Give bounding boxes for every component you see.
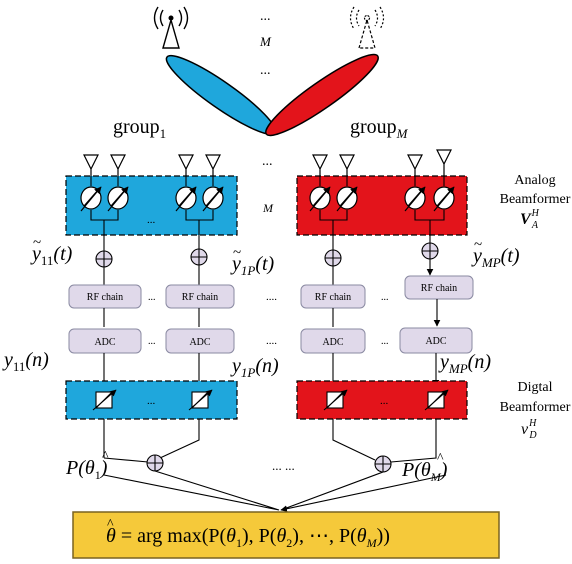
analog-label-line2: Beamformer [500,192,571,207]
tilde: ~ [33,235,41,251]
digital-weight-icon [424,389,449,411]
rf-chain-label: RF chain [87,292,123,303]
phase-shifter-icon [202,186,224,212]
antenna-element-icon [407,154,423,176]
digital-weight-icon [323,389,348,411]
hat: ^ [102,449,109,464]
analog-label-line1: Analog [514,173,555,188]
signal-y1P-t: y1P(t) [230,253,275,278]
summer-icon [324,249,342,267]
rf-ellipsis-mid: .... [266,291,277,303]
rf-chain-box [404,275,474,300]
summer-icon [95,250,113,268]
analog-inner-ellipsis-left: ... [147,214,156,226]
phase-shifter-icon [309,186,331,212]
hat: ^ [107,517,114,532]
top-ellipsis-2: ... [260,63,271,78]
adc-ellipsis-left: ... [148,336,156,347]
adc-label: ADC [425,336,446,347]
antenna-element-icon [312,154,328,176]
digital-weight-icon [92,389,117,411]
antenna-tower-dashed-icon [349,6,385,49]
phase-shifter-icon [80,186,102,212]
antenna-tower-icon [153,6,189,49]
rf-chain-box [68,284,142,309]
adc-ellipsis-mid: .... [266,335,277,347]
output-pM: P(θM) [401,459,448,484]
analog-mid-m: M [262,201,274,215]
phase-shifter-icon [404,186,426,212]
top-m-label: M [259,34,272,49]
rf-ellipsis-right: ... [381,292,389,303]
antenna-element-icon [436,149,452,176]
signal-y11-t: y11(t) [30,243,73,268]
summer-icon [146,454,164,472]
digital-inner-ellipsis-left: ... [147,395,156,407]
result-formula: θ = arg max(P(θ1), P(θ2), ⋯, P(θM)) [106,525,390,550]
adc-box [165,328,235,354]
summer-icon [190,248,208,266]
adc-ellipsis-right: ... [381,336,389,347]
antenna-element-icon [178,154,194,176]
summer-icon [374,455,392,473]
antenna-element-icon [110,154,126,176]
signal-yMP-n: yMP(n) [438,351,491,376]
phase-shifter-icon [433,186,455,212]
signal-y11-n: y11(n) [2,349,49,374]
group-left-label: group1 [113,116,166,141]
phase-shifter-icon [175,186,197,212]
hat: ^ [437,451,444,466]
top-ellipsis-1: ... [260,9,271,24]
result-box [72,511,500,559]
adc-label: ADC [322,337,343,348]
rf-chain-label: RF chain [315,292,351,303]
rf-chain-label: RF chain [182,292,218,303]
antenna-element-icon [83,154,99,176]
group-middle-ellipsis: ... [262,154,273,169]
summer-icon [421,242,439,260]
analog-wiring-left [90,176,214,233]
rf-ellipsis-left: ... [148,292,156,303]
adc-label: ADC [189,337,210,348]
antenna-element-icon [205,154,221,176]
digital-label-line1: Digtal [518,380,553,395]
beam-right [265,53,379,137]
digital-label-line2: Beamformer [500,400,571,415]
adc-label: ADC [94,337,115,348]
digital-weight-icon [188,389,213,411]
tilde: ~ [474,237,482,253]
antenna-element-icon [339,154,355,176]
tilde: ~ [233,245,241,261]
output-mid-ellipsis: ... ... [272,458,295,473]
output-p1: P(θ1) [65,457,108,482]
rf-chain-box [165,284,235,309]
rf-chain-label: RF chain [421,283,457,294]
adc-box [68,328,142,354]
phase-shifter-icon [336,186,358,212]
antenna-elements [83,149,452,176]
digital-inner-ellipsis-right: ... [380,395,389,407]
signal-y1P-n: y1P(n) [230,355,279,380]
phase-shifter-icon [107,186,129,212]
signal-yMP-t: yMP(t) [471,245,520,270]
group-right-label: groupM [350,116,409,141]
analog-wiring-right [319,176,445,233]
beam-left [165,54,277,136]
